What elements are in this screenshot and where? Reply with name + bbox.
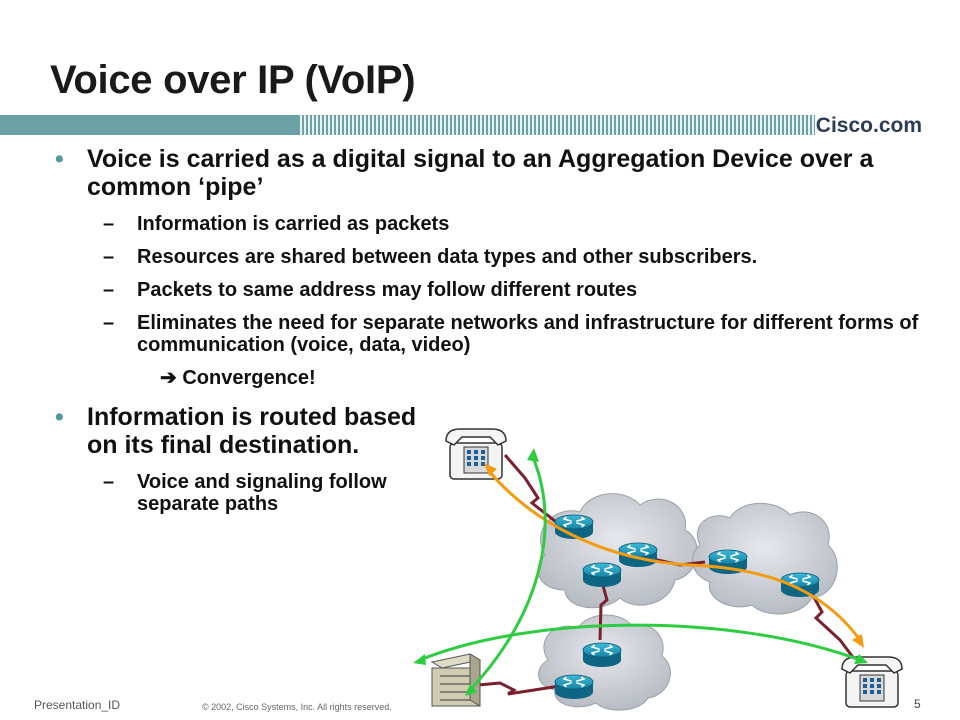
- signaling-path: [468, 454, 547, 692]
- server-icon: [430, 653, 482, 707]
- presentation-id: Presentation_ID: [34, 698, 121, 712]
- bullet-item: • Voice is carried as a digital signal t…: [55, 145, 935, 201]
- dash-icon: –: [103, 246, 115, 268]
- sub-bullet-item: – Eliminates the need for separate netwo…: [55, 312, 935, 356]
- telephone-icon: [841, 656, 903, 708]
- header-band-end: [815, 115, 960, 135]
- signaling-path: [419, 623, 861, 662]
- arrowhead-icon: [465, 684, 477, 696]
- router-icon: [582, 562, 622, 588]
- telephone-icon: [445, 428, 507, 480]
- router-icon: [554, 674, 594, 700]
- slide-title: Voice over IP (VoIP): [50, 58, 416, 102]
- cloud-icon: [537, 493, 698, 609]
- sub-bullet-item: – Voice and signaling follow separate pa…: [55, 471, 437, 515]
- sub-bullet-text: Packets to same address may follow diffe…: [137, 279, 638, 301]
- sub-bullet-text: Resources are shared between data types …: [137, 246, 758, 268]
- brand-logo: Cisco.com: [815, 114, 922, 137]
- sub-bullet-item: – Information is carried as packets: [55, 213, 935, 235]
- arrowhead-icon: [527, 448, 539, 462]
- arrowhead-icon: [852, 634, 864, 648]
- bullet-text: Information is routed based on its final…: [87, 403, 417, 459]
- bullet-dot-icon: •: [55, 403, 64, 431]
- router-icon: [582, 642, 622, 668]
- sub-bullet-text: Information is carried as packets: [137, 213, 450, 235]
- dash-icon: –: [103, 213, 115, 235]
- dash-icon: –: [103, 279, 115, 301]
- dash-icon: –: [103, 312, 115, 334]
- dash-icon: –: [103, 471, 115, 493]
- sub-bullet-text: Eliminates the need for separate network…: [137, 312, 919, 356]
- copyright-notice: © 2002, Cisco Systems, Inc. All rights r…: [202, 702, 392, 712]
- voice-path: [486, 469, 862, 641]
- sub-bullet-item: – Resources are shared between data type…: [55, 246, 935, 268]
- arrowhead-icon: [413, 654, 426, 665]
- header-band-pattern: [300, 115, 815, 135]
- sub-bullet-item: – Packets to same address may follow dif…: [55, 279, 935, 301]
- convergence-text: Convergence!: [182, 367, 316, 389]
- page-number: 5: [914, 697, 921, 711]
- bullet-text: Voice is carried as a digital signal to …: [87, 145, 874, 201]
- router-icon: [780, 572, 820, 598]
- sub-bullet-text: Voice and signaling follow separate path…: [137, 471, 387, 515]
- convergence-line: ➔ Convergence!: [55, 367, 935, 389]
- bullet-item: • Information is routed based on its fin…: [55, 403, 447, 459]
- arrowhead-icon: [484, 463, 497, 476]
- right-arrow-icon: ➔: [160, 367, 177, 389]
- bullet-list: • Voice is carried as a digital signal t…: [55, 145, 935, 526]
- arrowhead-icon: [854, 654, 868, 664]
- bullet-dot-icon: •: [55, 145, 64, 173]
